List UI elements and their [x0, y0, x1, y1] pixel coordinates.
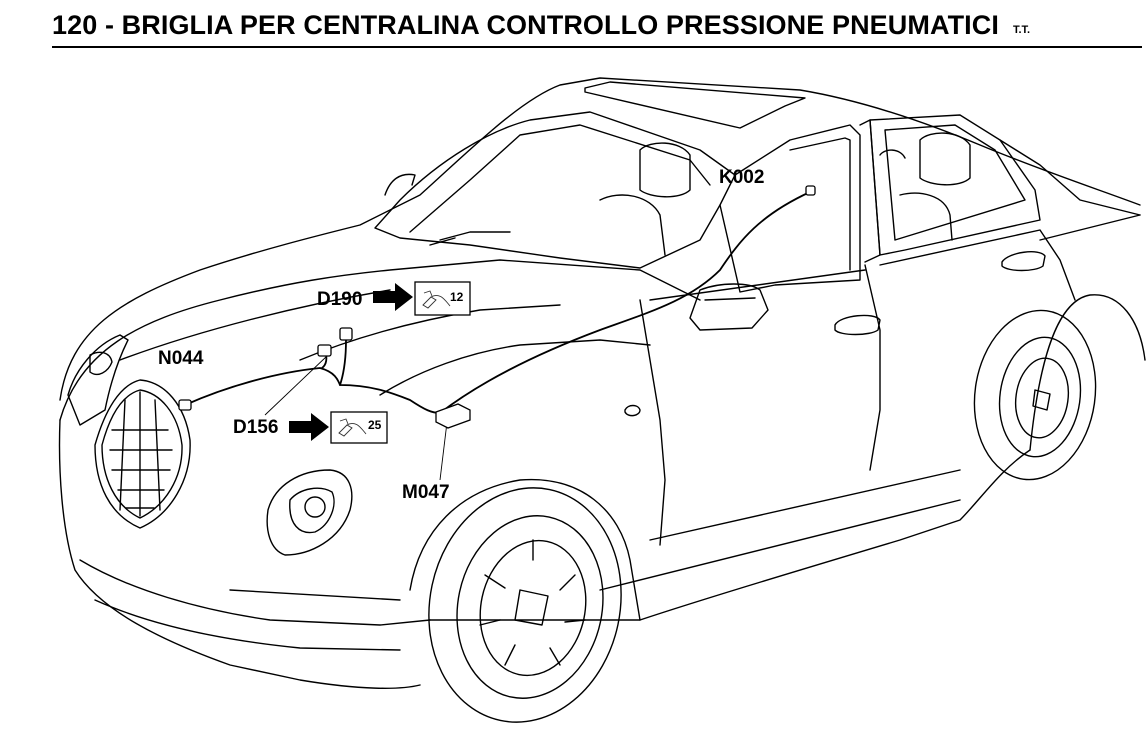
- connector-d190: [339, 327, 353, 341]
- connector-symbol-icon: [338, 418, 367, 437]
- wiring-harness: [184, 191, 811, 414]
- label-d190: D190: [317, 289, 362, 310]
- connector-k002: [805, 185, 816, 196]
- label-d156: D156: [233, 417, 278, 438]
- label-n044: N044: [158, 348, 204, 369]
- label-k002: K002: [719, 167, 764, 188]
- component-labels: K002 D190 N044 D156 M047: [158, 167, 764, 503]
- page-title: 120 - BRIGLIA PER CENTRALINA CONTROLLO P…: [52, 10, 999, 40]
- title-rule: [52, 46, 1142, 48]
- ref-number-d156: 25: [368, 418, 382, 432]
- connector-symbol-icon: [422, 290, 451, 309]
- label-m047: M047: [402, 482, 450, 503]
- connector-n044: [178, 399, 192, 411]
- module-m047: [435, 403, 471, 429]
- pointer-arrows: [289, 283, 413, 441]
- arrow-d190-icon: [373, 283, 413, 311]
- connectors: [178, 185, 816, 429]
- page-tag: T.T.: [1013, 24, 1031, 36]
- reference-box-d156: 25: [330, 411, 388, 444]
- connector-d156: [317, 344, 332, 357]
- car-illustration: [58, 77, 1146, 723]
- reference-box-d190: 12: [414, 281, 471, 316]
- page-header: 120 - BRIGLIA PER CENTRALINA CONTROLLO P…: [52, 6, 1142, 48]
- ref-number-d190: 12: [450, 290, 464, 304]
- arrow-d156-icon: [289, 413, 329, 441]
